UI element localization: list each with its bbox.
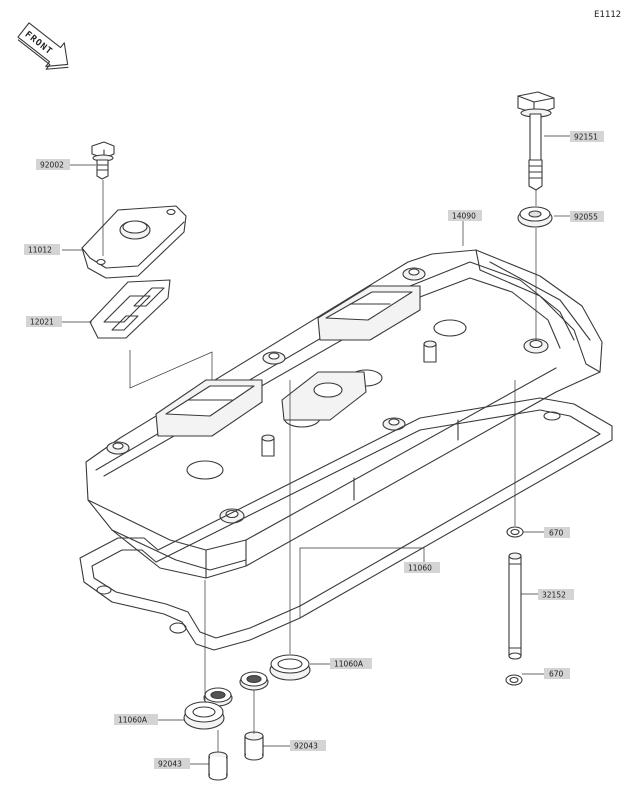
- label-11060a-right[interactable]: 11060A: [330, 658, 372, 669]
- label-92002[interactable]: 92002: [36, 159, 70, 170]
- label-14090[interactable]: 14090: [448, 210, 482, 221]
- front-arrow-icon: FRONT: [17, 22, 69, 70]
- svg-text:670: 670: [549, 529, 564, 538]
- label-92151[interactable]: 92151: [570, 131, 604, 142]
- label-92055[interactable]: 92055: [570, 211, 604, 222]
- label-32152[interactable]: 32152: [538, 589, 574, 600]
- label-12021[interactable]: 12021: [26, 316, 62, 327]
- breather-gasket-12021: [89, 279, 171, 339]
- svg-text:12021: 12021: [30, 318, 54, 327]
- label-11060[interactable]: 11060: [404, 562, 440, 573]
- o-ring-670-bottom: [505, 674, 523, 686]
- diagram-code: E1112: [594, 10, 621, 20]
- svg-text:670: 670: [549, 670, 564, 679]
- collar-92043-right: [244, 731, 264, 761]
- label-11060a-left[interactable]: 11060A: [114, 714, 158, 725]
- svg-text:92151: 92151: [574, 133, 598, 142]
- cylinder-head-cover-14090: [85, 249, 603, 579]
- svg-text:92055: 92055: [574, 213, 598, 222]
- bolt-92002: [91, 141, 115, 180]
- svg-text:11060: 11060: [408, 564, 432, 573]
- svg-text:92043: 92043: [294, 742, 318, 751]
- svg-text:92043: 92043: [158, 760, 182, 769]
- pipe-32152: [508, 552, 522, 660]
- svg-text:32152: 32152: [542, 591, 566, 600]
- collar-92043-left: [208, 751, 228, 781]
- label-92043-right[interactable]: 92043: [290, 740, 326, 751]
- small-seal-center: [239, 671, 269, 691]
- svg-text:92002: 92002: [40, 161, 64, 170]
- breather-cover-11012: [81, 205, 187, 279]
- svg-text:11060A: 11060A: [334, 660, 364, 669]
- label-670-bottom[interactable]: 670: [544, 668, 570, 679]
- o-ring-670-top: [506, 526, 524, 538]
- label-11012[interactable]: 11012: [24, 244, 60, 255]
- cover-bolt-92151: [517, 91, 555, 191]
- label-670-top[interactable]: 670: [544, 527, 570, 538]
- seal-11060a-left: [183, 701, 225, 730]
- svg-text:14090: 14090: [452, 212, 476, 221]
- label-92043-left[interactable]: 92043: [154, 758, 190, 769]
- grommet-92055: [517, 206, 553, 228]
- svg-text:11012: 11012: [28, 246, 52, 255]
- svg-text:11060A: 11060A: [118, 716, 148, 725]
- seal-11060a-right: [269, 654, 311, 681]
